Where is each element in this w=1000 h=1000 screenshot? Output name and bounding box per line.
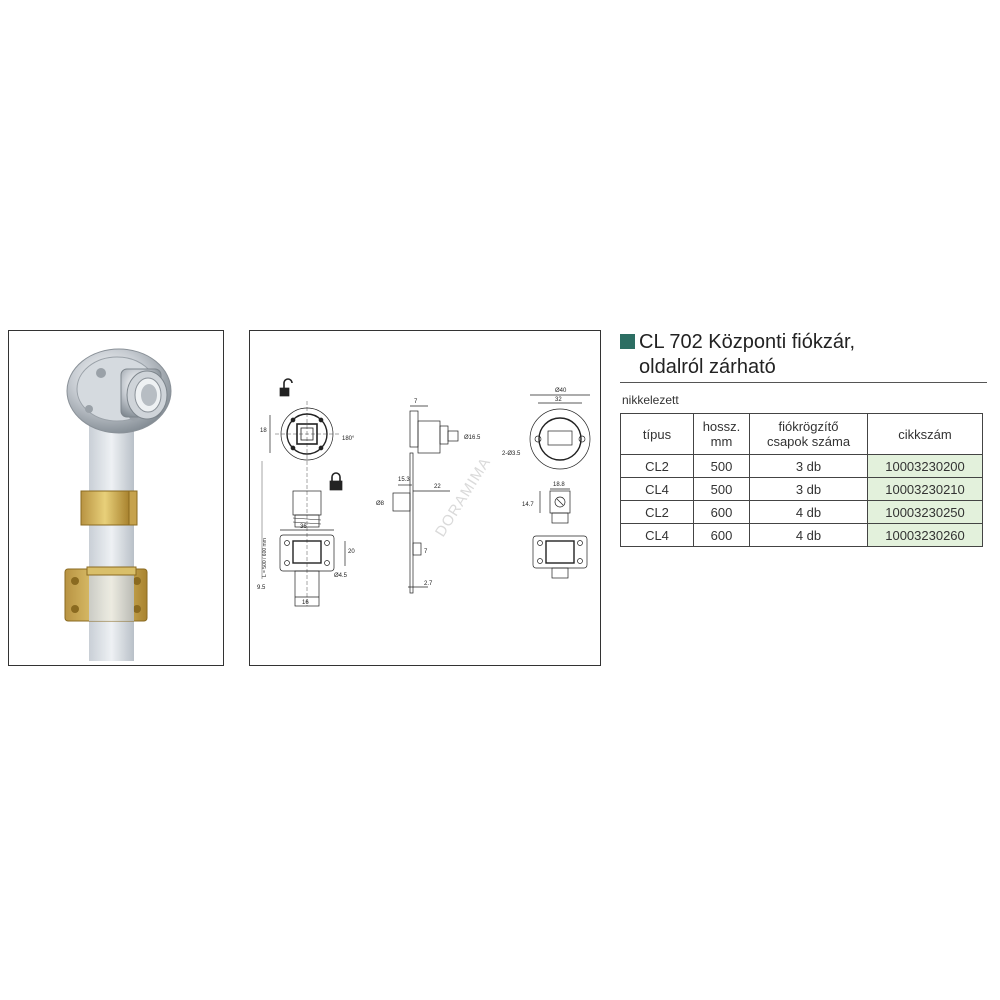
dim-18: 18: [260, 428, 267, 434]
table-row: CL2 600 4 db 10003230250: [620, 500, 983, 524]
dim-36: 36: [300, 524, 307, 530]
dim-147: 14.7: [522, 502, 534, 508]
dim-27: 2.7: [424, 581, 433, 587]
title-square-icon: [620, 334, 635, 349]
dim-length: L = 500 / 600 mm: [262, 538, 268, 577]
cell-hossz: 500: [693, 454, 750, 478]
cell-cikkszam: 10003230200: [867, 454, 983, 478]
cell-hossz: 600: [693, 500, 750, 524]
cell-cikkszam: 10003230250: [867, 500, 983, 524]
cell-csapok: 3 db: [749, 454, 868, 478]
cell-tipus: CL2: [620, 500, 694, 524]
dim-95: 9.5: [257, 585, 266, 591]
cell-cikkszam: 10003230210: [867, 477, 983, 501]
dim-16: 16: [302, 600, 309, 606]
table-row: CL4 600 4 db 10003230260: [620, 523, 983, 547]
title-line-1: CL 702 Központi fiókzár,: [639, 331, 856, 353]
cell-hossz: 600: [693, 523, 750, 547]
dim-22: 22: [434, 484, 441, 490]
product-photo: [8, 330, 224, 666]
dim-d8: Ø8: [376, 501, 385, 507]
dim-153: 15.3: [398, 477, 410, 483]
dimension-drawing: 18 180° L = 500 / 600 mm 36 20 Ø4.5 9.: [257, 378, 591, 607]
dim-32: 32: [555, 397, 562, 403]
unlocked-icon: [279, 378, 293, 397]
cell-tipus: CL4: [620, 477, 694, 501]
cell-cikkszam: 10003230260: [867, 523, 983, 547]
dim-d45: Ø4.5: [334, 573, 348, 579]
title-divider: [620, 382, 987, 383]
header-tipus: típus: [620, 413, 694, 455]
finish-label: nikkelezett: [622, 393, 679, 407]
table-row: CL4 500 3 db 10003230210: [620, 477, 983, 501]
dim-7b: 7: [424, 549, 428, 555]
cell-tipus: CL4: [620, 523, 694, 547]
dim-d40: Ø40: [555, 388, 567, 394]
cell-tipus: CL2: [620, 454, 694, 478]
lock-photo: [64, 348, 172, 661]
dim-7a: 7: [414, 399, 418, 405]
dim-180: 180°: [342, 436, 355, 442]
header-cikkszam: cikkszám: [867, 413, 983, 455]
technical-drawing: 18 180° L = 500 / 600 mm 36 20 Ø4.5 9.: [249, 330, 601, 666]
title-line-2: oldalról zárható: [639, 356, 776, 378]
product-title: CL 702 Központi fiókzár, oldalról zárhat…: [620, 330, 990, 380]
table-row: CL2 500 3 db 10003230200: [620, 454, 983, 478]
cell-csapok: 4 db: [749, 500, 868, 524]
header-hossz: hossz.mm: [693, 413, 750, 455]
product-info: CL 702 Központi fiókzár, oldalról zárhat…: [620, 330, 990, 547]
dim-d165: Ø16.5: [464, 435, 481, 441]
cell-csapok: 3 db: [749, 477, 868, 501]
locked-icon: [329, 472, 343, 491]
dim-20: 20: [348, 549, 355, 555]
dim-188: 18.8: [553, 482, 565, 488]
cell-hossz: 500: [693, 477, 750, 501]
cell-csapok: 4 db: [749, 523, 868, 547]
dim-235: 2-Ø3.5: [502, 451, 521, 457]
